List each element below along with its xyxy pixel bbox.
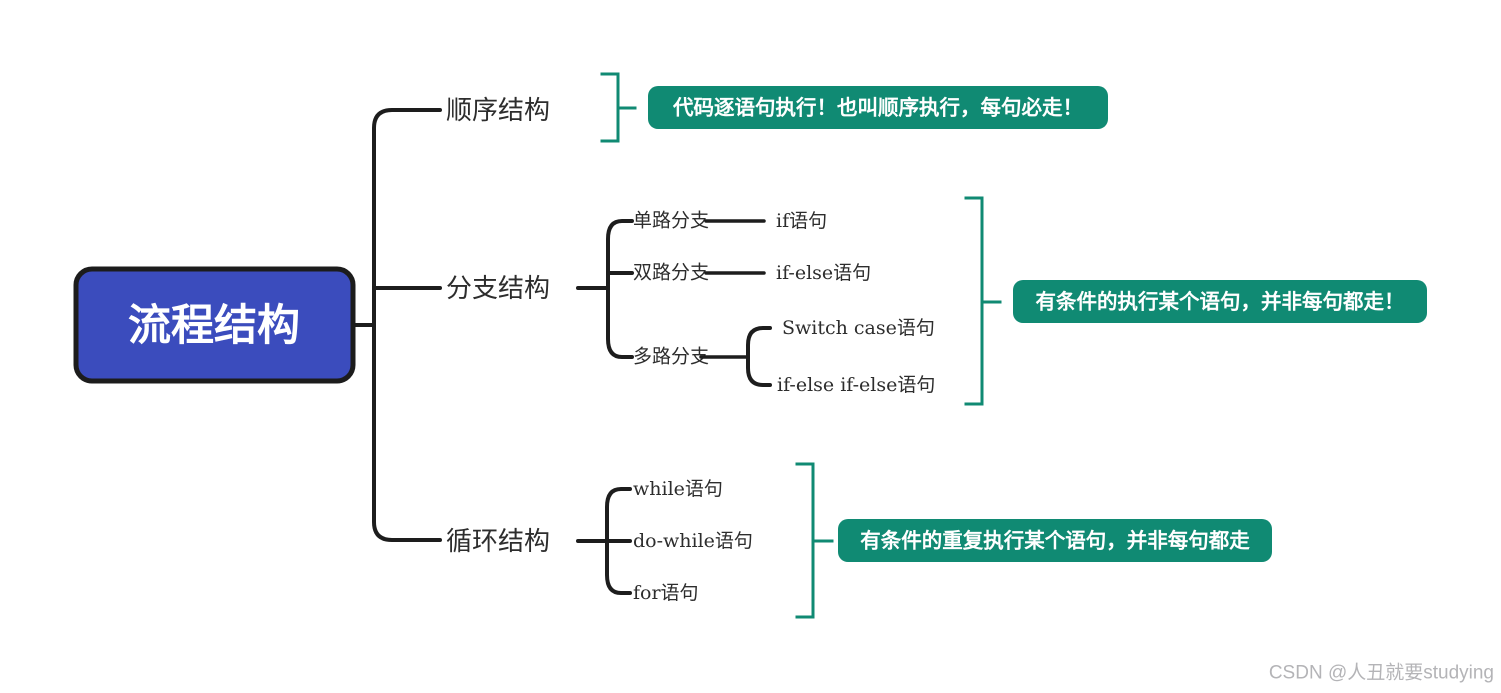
branch-label-selection[interactable]: 分支结构 <box>446 273 550 303</box>
leaf-label-while[interactable]: while语句 <box>633 478 723 500</box>
note-bracket-sequence <box>600 72 620 143</box>
note-badge-sequence[interactable] <box>648 86 1108 129</box>
note-badge-loop[interactable] <box>838 519 1272 562</box>
leaf-label-if-else-if-else[interactable]: if-else if-else语句 <box>777 374 935 396</box>
leaf-label-switch-case[interactable]: Switch case语句 <box>782 317 935 339</box>
note-badge-selection[interactable] <box>1013 280 1427 323</box>
leaf-label-for[interactable]: for语句 <box>633 582 699 604</box>
multi-way-children-connector <box>746 326 772 387</box>
note-bracket-loop <box>795 462 815 619</box>
leaf-label-if-else[interactable]: if-else语句 <box>776 262 871 284</box>
leaf-label-if[interactable]: if语句 <box>776 210 827 232</box>
sub-branch-label-single-way[interactable]: 单路分支 <box>633 210 709 232</box>
sub-branch-label-multi-way[interactable]: 多路分支 <box>633 346 709 368</box>
note-badge-label-sequence[interactable]: 代码逐语句执行！也叫顺序执行，每句必走！ <box>672 96 1083 120</box>
branch-label-sequence[interactable]: 顺序结构 <box>446 95 550 125</box>
note-badge-label-selection[interactable]: 有条件的执行某个语句，并非每句都走！ <box>1036 290 1405 314</box>
branch-label-loop[interactable]: 循环结构 <box>446 526 550 556</box>
trunk-connector <box>372 108 442 542</box>
selection-children-connector <box>606 219 634 359</box>
root-node[interactable] <box>73 266 356 384</box>
root-node-label[interactable]: 流程结构 <box>128 302 300 350</box>
leaf-label-do-while[interactable]: do-while语句 <box>633 530 753 552</box>
note-badge-label-loop[interactable]: 有条件的重复执行某个语句，并非每句都走 <box>860 529 1250 553</box>
sub-branch-label-two-way[interactable]: 双路分支 <box>633 262 709 284</box>
note-bracket-selection <box>964 196 984 406</box>
watermark: CSDN @人丑就要studying <box>1269 662 1494 684</box>
